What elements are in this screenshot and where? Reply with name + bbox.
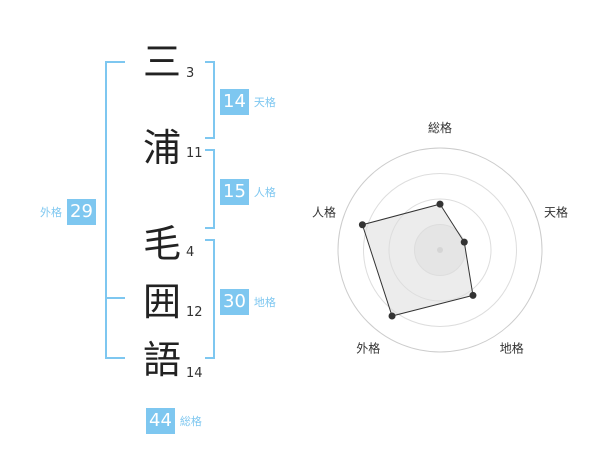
radar-point-3 [469,291,477,299]
name-char-1: 三 [142,40,181,84]
radar-polygon [361,203,474,317]
stroke-count-4: 12 [186,305,203,320]
jinkaku-value: 15 [220,179,249,205]
radar-axis-label-5: 人格 [312,204,336,219]
jinkaku-label: 人格 [253,186,276,199]
radar-point-4 [388,312,396,320]
name-char-2: 浦 [142,126,181,170]
radar-axis-label-3: 地格 [500,341,524,356]
name-char-4: 囲 [142,280,181,324]
radar-point-1 [436,200,444,208]
jinkaku-bracket [205,149,215,229]
jinkaku-badge: 15 人格 [220,179,276,205]
name-char-3: 毛 [142,222,181,266]
tenkaku-badge: 14 天格 [220,89,276,115]
chikaku-label: 地格 [253,296,276,309]
tenkaku-value: 14 [220,89,249,115]
stroke-count-1: 3 [186,66,195,81]
soukaku-badge: 44 総格 [146,408,202,434]
tenkaku-bracket [205,61,215,139]
radar-point-5 [358,221,366,229]
chikaku-bracket [205,239,215,359]
gaikaku-value: 29 [67,199,96,225]
soukaku-value: 44 [146,408,175,434]
gaikaku-label: 外格 [40,206,62,219]
chikaku-value: 30 [220,289,249,315]
tenkaku-label: 天格 [253,96,276,109]
stroke-count-5: 14 [186,366,203,381]
gaikaku-bracket [105,61,125,359]
chikaku-badge: 30 地格 [220,289,276,315]
radar-axis-label-4: 外格 [356,341,380,356]
stroke-count-3: 4 [186,245,195,260]
radar-axis-label-1: 総格 [428,120,452,135]
soukaku-label: 総格 [179,415,202,428]
gaikaku-badge: 外格 29 [40,199,96,225]
name-char-5: 語 [142,338,181,382]
radar-axis-label-2: 天格 [544,204,568,219]
stroke-count-2: 11 [186,146,203,161]
radar-point-2 [460,238,468,246]
